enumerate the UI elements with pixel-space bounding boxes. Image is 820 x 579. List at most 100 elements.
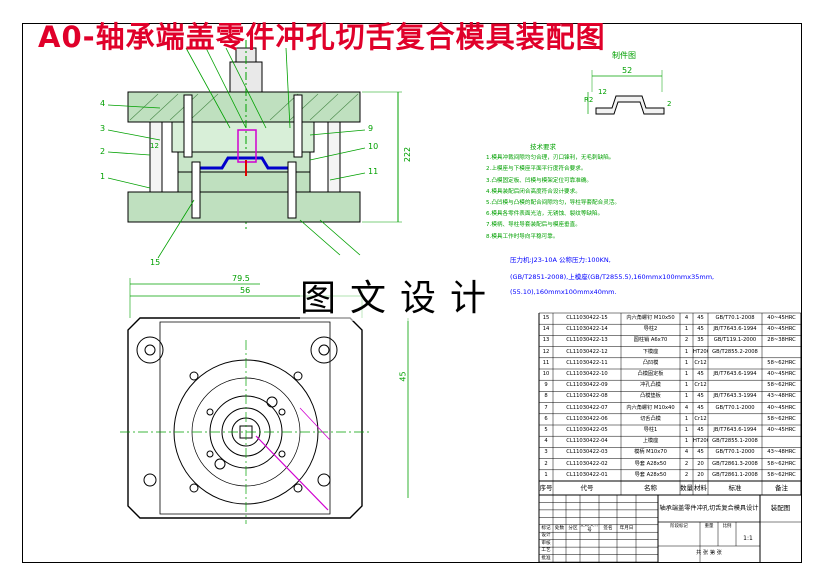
title-block-design-name: 轴承端盖零件冲孔切舌复合模具设计 — [659, 504, 759, 512]
top-dim-outer: 79.5 — [232, 274, 250, 283]
drawing-title: A0-轴承端盖零件冲孔切舌复合模具装配图 — [38, 20, 606, 54]
bom-cell-std: JB/T7643.6-1994 — [713, 326, 757, 333]
bom-cell-code: CL11030422-01 — [566, 471, 608, 478]
bom-cell-code: CL11030422-03 — [566, 449, 608, 456]
bom-table-grid — [538, 312, 802, 496]
watermark-text: 图文设计 — [300, 269, 501, 321]
bom-cell-qty: 4 — [684, 404, 689, 411]
bom-cell-no: 11 — [542, 359, 550, 366]
callout-1: 1 — [100, 172, 106, 181]
title-block-row-label: 分区 — [568, 525, 578, 531]
tech-note-3: 3.凸模固定板、凹模与模架定位可靠准确。 — [486, 177, 593, 184]
bom-cell-name: 内六角螺钉 M10x40 — [626, 404, 675, 411]
bom-cell-code: CL11030422-05 — [566, 427, 608, 433]
bom-cell-qty: 2 — [684, 460, 689, 467]
bom-cell-name: 下模座 — [642, 348, 659, 355]
bom-cell-note: 40~45HRC — [767, 326, 796, 333]
bom-cell-mat: 45 — [697, 427, 704, 433]
bom-cell-code: CL11030422-12 — [566, 348, 608, 355]
bom-cell-mat: Cr12 — [694, 382, 707, 389]
tech-spec-3: (55.10),160mmx100mmx40mm. — [510, 288, 617, 296]
top-dim-inner: 56 — [240, 286, 251, 295]
tech-spec-1: 压力机:J23-10A 公称压力:100KN, — [510, 256, 611, 264]
bom-cell-std — [708, 414, 762, 425]
bom-cell-name: 切舌凸模 — [640, 415, 661, 422]
title-block-left-label: 审核 — [541, 540, 551, 546]
bom-cell-std: GB/T2861.3-2008 — [712, 460, 758, 467]
callout-11: 11 — [368, 167, 379, 176]
title-block-grid — [538, 494, 801, 563]
bom-cell-note: 58~62HRC — [767, 359, 796, 366]
bom-cell-qty: 1 — [684, 393, 689, 400]
bom-cell-code: CL11030422-15 — [566, 315, 608, 321]
bom-cell-qty: 1 — [684, 371, 689, 377]
bom-cell-std — [708, 358, 762, 369]
bom-cell-note: 58~62HRC — [767, 460, 796, 467]
bom-cell-code: CL11030422-11 — [566, 359, 608, 366]
bom-cell-note: 58~62HRC — [767, 382, 796, 389]
callout-15: 15 — [150, 258, 161, 267]
bom-header-mat: 材料 — [694, 484, 707, 492]
tech-note-1: 1.模具冲裁间隙均匀合理，刃口锋利，无毛刺缺陷。 — [486, 155, 615, 162]
title-block-ratio-label: 比例 — [722, 524, 732, 530]
bom-header-code: 代号 — [580, 484, 594, 492]
bom-cell-code: CL11030422-08 — [566, 393, 608, 400]
bom-cell-code: CL11030422-06 — [566, 415, 608, 422]
bom-cell-note: 40~45HRC — [767, 427, 796, 433]
bom-cell-note: 40~45HRC — [767, 371, 796, 377]
callout-10: 10 — [368, 142, 379, 151]
tech-note-5: 5.凸凹模与凸模的配合间隙均匀，导柱导套配合灵活。 — [486, 200, 620, 207]
bom-cell-no: 4 — [544, 438, 548, 445]
bom-header-no: 序号 — [539, 484, 553, 492]
part-sketch — [587, 70, 665, 115]
bom-cell-no: 2 — [544, 460, 548, 467]
bom-cell-no: 7 — [544, 404, 548, 411]
bom-cell-no: 5 — [544, 427, 548, 433]
tech-note-8: 8.模具工作时导向平稳可靠。 — [486, 233, 559, 240]
bom-cell-note: 40~45HRC — [767, 315, 796, 321]
tech-notes-heading: 技术要求 — [530, 143, 556, 151]
title-block-row-label: 年月日 — [619, 525, 634, 531]
callout-2: 2 — [100, 147, 106, 156]
bom-cell-std: GB/T2861.1-2008 — [712, 471, 758, 478]
bom-cell-name: 凸模固定板 — [637, 371, 664, 377]
bom-header-name: 名称 — [644, 484, 657, 492]
bom-cell-note: 58~62HRC — [767, 415, 796, 422]
title-block-row-label: 签名 — [603, 525, 613, 531]
title-block-stage-label: 阶段标记 — [670, 524, 688, 530]
bom-cell-mat: 45 — [697, 449, 704, 456]
bom-cell-no: 12 — [542, 348, 550, 355]
bom-cell-qty: 1 — [684, 326, 689, 333]
bom-cell-mat: 45 — [697, 315, 704, 321]
callout-4: 4 — [100, 99, 106, 108]
bom-cell-qty: 1 — [684, 427, 689, 433]
title-block-left-label: 批准 — [541, 555, 551, 561]
bom-cell-mat: 45 — [697, 326, 704, 333]
bom-cell-no: 1 — [544, 471, 548, 478]
bom-cell-mat: 20 — [697, 460, 704, 467]
bom-cell-name: 导柱2 — [643, 326, 658, 333]
title-block-weight-label: 重量 — [704, 524, 714, 530]
bom-cell-qty: 1 — [684, 438, 689, 445]
bom-cell-std: GB/T2855.2-2008 — [712, 348, 758, 355]
front-section-view — [107, 40, 402, 259]
bom-cell-code: CL11030422-07 — [566, 404, 608, 411]
callout-3: 3 — [100, 124, 106, 133]
bom-cell-no: 14 — [542, 326, 550, 333]
bom-cell-qty: 1 — [684, 415, 689, 422]
bom-cell-name: 冲孔凸模 — [640, 382, 661, 389]
bom-cell-mat: 45 — [697, 393, 704, 400]
part-dim-side: 2 — [667, 100, 672, 108]
bom-header-note: 备注 — [775, 484, 788, 492]
bom-cell-qty: 4 — [684, 449, 689, 456]
bom-cell-code: CL11030422-09 — [566, 382, 608, 389]
bom-cell-name: 内六角螺钉 M10x50 — [626, 315, 675, 321]
bom-cell-code: CL11030422-10 — [566, 371, 608, 377]
bom-cell-name: 模柄 M10x70 — [634, 449, 667, 456]
bom-cell-no: 15 — [542, 315, 550, 321]
bom-cell-name: 凸模垫板 — [640, 393, 661, 400]
bom-cell-note: 28~38HRC — [767, 337, 796, 344]
top-dim-height: 45 — [398, 371, 408, 382]
